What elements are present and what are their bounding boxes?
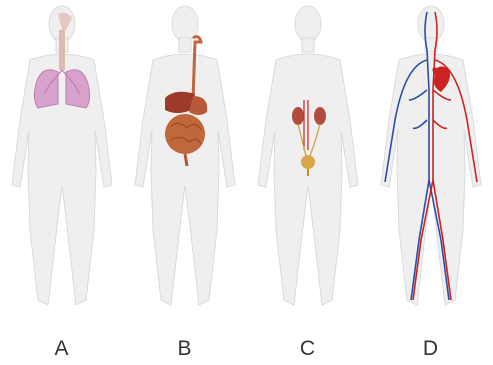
figure-b: B [123, 0, 246, 365]
figure-a: A [0, 0, 123, 365]
body-silhouette-respiratory [0, 0, 123, 330]
body-silhouette-circulatory [369, 0, 492, 330]
figure-d: D [369, 0, 492, 365]
figure-c: C [246, 0, 369, 365]
right-kidney [314, 107, 326, 125]
panel-label-d: D [369, 337, 492, 361]
panel-label-c: C [246, 337, 369, 361]
body-silhouette-digestive [123, 0, 246, 330]
intestines [165, 114, 205, 154]
left-kidney [292, 107, 304, 125]
panel-label-a: A [0, 337, 123, 361]
bladder [301, 155, 315, 169]
body-silhouette-urinary [246, 0, 369, 330]
panel-label-b: B [123, 337, 246, 361]
